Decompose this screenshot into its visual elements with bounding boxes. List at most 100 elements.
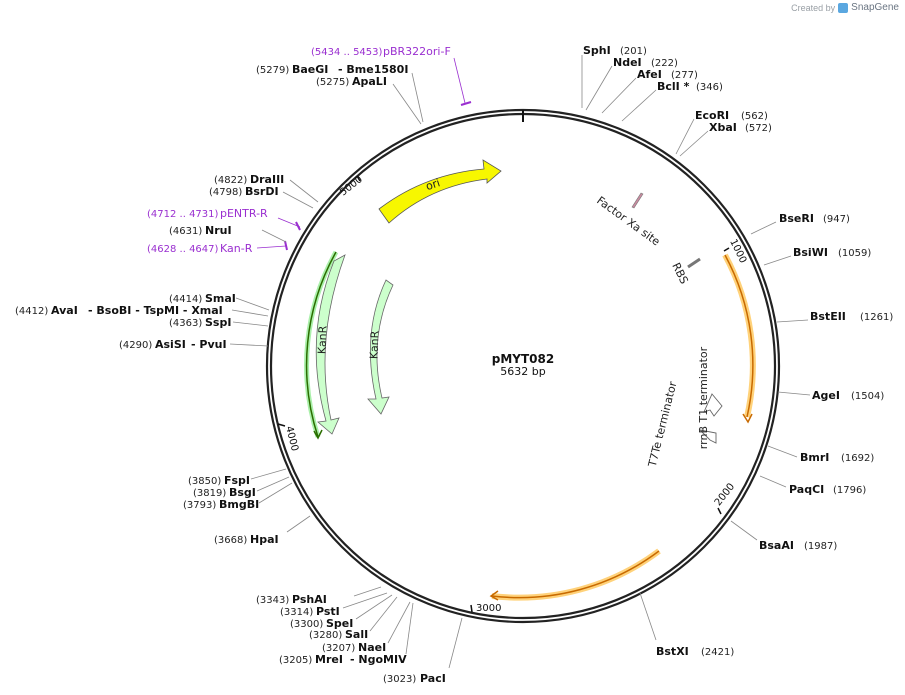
site-name: SmaI [205,292,236,305]
site-name: BstXI [656,645,689,658]
site-name: SpeI [326,617,353,630]
kanr-inner-label: KanR [368,330,382,359]
site-smai: (4414) SmaI [169,292,270,311]
site-name: PacI [420,672,446,685]
site-name: FspI [224,474,250,487]
site-pos: (5279) [256,65,289,76]
site-pos: (3207) [322,643,355,654]
plasmid-length: 5632 bp [500,365,545,378]
site-apali: (5275) ApaLI [316,75,422,125]
site-leader [232,321,269,327]
primer-mark [284,240,288,251]
site-bsrdi: (4798) BsrDI [209,185,314,209]
primer-leader [256,245,287,249]
tick-mark-4000 [277,423,286,427]
tick-mark-2000 [717,507,722,515]
site-pos: (3793) [183,500,216,511]
orf-right [722,253,756,424]
site-pos: (1261) [860,312,893,323]
primer-leader [277,217,301,228]
site-bmri: BmrI (1692) [767,445,874,464]
site-leader [369,596,398,632]
orf-right-arrow [742,413,753,424]
plasmid-name: pMYT082 [492,352,554,366]
site-leader [405,602,414,655]
site-pos: (3280) [309,630,342,641]
primer-range: (5434 .. 5453) [311,47,383,58]
site-bmgbi: (3793) BmgBI [183,482,293,511]
site-name: SphI [583,44,611,57]
site-leader [767,445,798,458]
site-pos: (562) [741,111,768,122]
orf-left-line [305,251,337,438]
site-name: BsaAI [759,539,794,552]
site-baegi: (5279) BaeGI - Bme1580I [256,63,424,123]
kanr-outer-feature [315,254,346,435]
site-pos: (1692) [841,453,874,464]
site-name: AsiSI [155,338,186,351]
site-leader [675,118,695,155]
orf-bottom-line [491,550,660,599]
kanr-inner-feature [367,279,394,415]
site-avai: (4412) AvaI - BsoBI - TspMI - XmaI [15,304,269,317]
site-ndei: NdeI (222) [585,56,678,111]
primer-mark [460,101,472,106]
primer-pentr-r: (4712 .. 4731) pENTR-R [147,207,301,231]
site-leader [759,475,787,488]
credit-prefix: Created by [791,2,836,13]
site-leader [355,594,393,620]
site-pos: (4363) [169,318,202,329]
site-name: NdeI [613,56,642,69]
site-ecori: EcoRI (562) [675,109,768,155]
site-pos: (277) [671,70,698,81]
site-name: BseRI [779,212,814,225]
primer-leader [453,57,466,104]
site-name: AgeI [812,389,840,402]
primer-pbr322ori-f: (5434 .. 5453) pBR322ori-F [311,45,472,106]
site-paci: (3023) PacI [383,617,463,685]
orf-left-arrow [313,429,323,440]
site-sphi: SphI (201) [581,44,647,108]
site-leader [250,468,287,480]
site-name: SspI [205,316,231,329]
site-name: BmrI [800,451,829,464]
primer-range: (4712 .. 4731) [147,209,219,220]
site-name-extra: - Bme1580I [338,63,408,76]
orf-bottom [489,548,661,601]
site-leader [411,72,424,123]
site-leader [392,83,422,125]
site-leader [387,601,411,644]
site-pos: (3850) [188,476,221,487]
site-pos: (1796) [833,485,866,496]
snapgene-logo-icon [838,2,849,13]
primer-name: pENTR-R [220,207,268,220]
site-name: DraIII [250,173,284,186]
orf-bottom-arrow [489,590,499,601]
site-leader [231,309,269,317]
kanr-outer-label: KanR [316,325,330,354]
site-leader [621,89,657,122]
site-leader [601,77,637,114]
site-name: BaeGI [292,63,328,76]
site-bsgi: (3819) BsgI [193,476,290,499]
site-pos: (3314) [280,607,313,618]
site-pos: (1059) [838,248,871,259]
site-leader [448,617,463,669]
site-bcli: BclI * (346) [621,80,723,122]
site-leader [679,130,709,157]
site-pos: (4414) [169,294,202,305]
site-name: BsgI [229,486,256,499]
site-name: PstI [316,605,340,618]
t7te-terminator-mark [698,429,717,444]
site-name: BsrDI [245,185,279,198]
ori-label: ori [424,176,442,193]
site-agei: AgeI (1504) [777,389,884,402]
site-pos: (346) [696,82,723,93]
site-pos: (947) [823,214,850,225]
site-leader [585,65,613,111]
site-pos: (3023) [383,674,416,685]
site-pos: (1987) [804,541,837,552]
tick-5000: 5000 [338,174,365,198]
site-name: NaeI [358,641,386,654]
